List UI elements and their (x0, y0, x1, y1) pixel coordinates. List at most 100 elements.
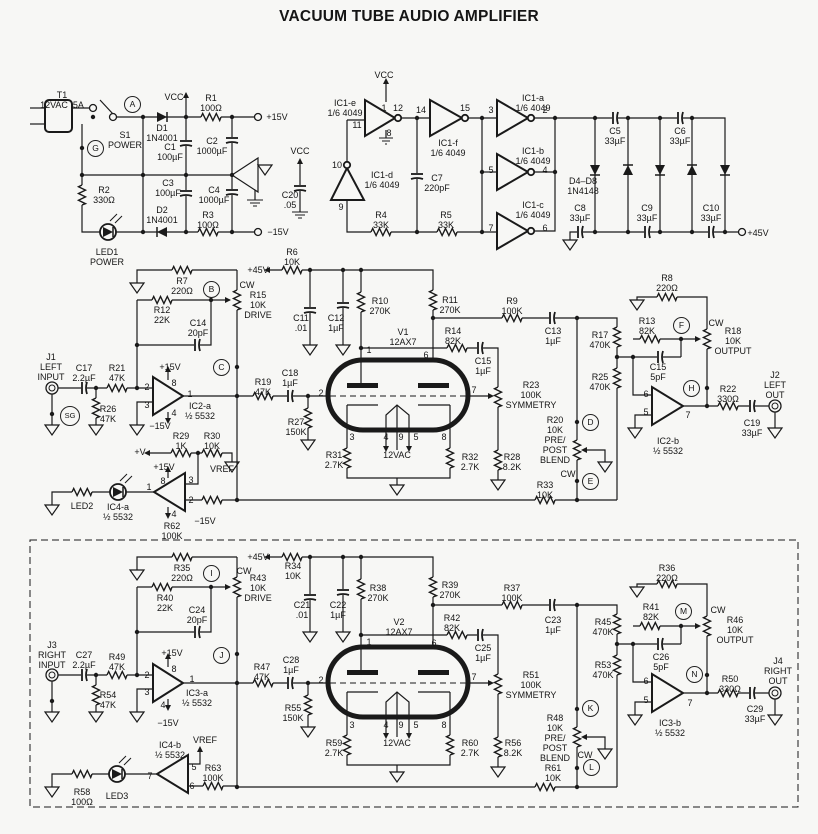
oscillator-label: 12 (392, 103, 404, 113)
wire (361, 634, 499, 767)
junction-dot (614, 641, 620, 647)
junction-dot (552, 115, 558, 121)
resistor-symbol (106, 669, 128, 681)
resistor-symbol (76, 184, 88, 206)
capacitor-plate (179, 144, 193, 147)
left-channel-label: R13 82K (638, 316, 656, 336)
resistor-symbol (611, 326, 623, 348)
capacitor-mask (477, 341, 483, 355)
left-channel-label: 1 (146, 482, 152, 492)
capacitor-plate (753, 686, 756, 700)
capacitor-mask (81, 381, 87, 395)
junction-dot (689, 115, 695, 121)
resistor-symbol (355, 291, 367, 313)
left-channel-label: CW (560, 469, 576, 479)
diode-icon (103, 227, 113, 237)
jack-icon (45, 381, 59, 395)
resistor-symbol (71, 486, 93, 498)
arrow-icon (581, 734, 587, 740)
power-supply-label: D2 1N4001 (146, 205, 178, 225)
junction-dot (234, 364, 240, 370)
ground-icon (489, 479, 507, 492)
junction-dot (208, 584, 214, 590)
left-channel-label: R23 100K SYMMETRY (505, 380, 557, 410)
right-channel-label: +45V (247, 552, 269, 562)
oscillator-label: 9 (338, 202, 344, 212)
wire (617, 643, 652, 683)
junction-dot (183, 229, 189, 235)
junction-dot (358, 632, 364, 638)
ground-icon (388, 771, 406, 784)
right-channel-label: VREF (192, 735, 218, 745)
capacitor-plate (198, 625, 201, 639)
left-channel-label: 6 (643, 389, 649, 399)
ground-icon (43, 786, 61, 799)
light-rays-icon (118, 755, 132, 766)
diode-icon (112, 769, 122, 779)
right-channel-label: R50 330Ω (719, 674, 741, 694)
power-supply-label: D1 1N4001 (146, 123, 178, 143)
capacitor-mask (549, 598, 555, 612)
arrow-icon (165, 366, 171, 372)
right-channel-label: C23 1µF (544, 615, 562, 635)
oscillator-label: IC1-d 1/6 4049 (364, 170, 400, 190)
capacitor-plate (616, 111, 619, 125)
right-channel-label: R51 100K SYMMETRY (505, 670, 557, 700)
oscillator-label: D4–D8 1N4148 (567, 176, 599, 196)
resistor-symbol (492, 673, 504, 695)
right-channel-label: R39 270K (439, 580, 461, 600)
oscillator-label: 11 (352, 120, 362, 130)
wire (136, 587, 153, 676)
left-channel-label: +15V (159, 362, 181, 372)
ground-icon (301, 344, 319, 357)
left-channel-label: 8 (441, 432, 447, 442)
junction-dot (574, 784, 580, 790)
inverter-ic1-d (329, 165, 366, 201)
right-channel-label: C28 1µF (282, 655, 300, 675)
capacitor-mask (749, 399, 755, 413)
junction-dot (552, 169, 558, 175)
diode-icon (655, 165, 665, 175)
wire (81, 124, 100, 233)
arrow-icon (383, 78, 389, 84)
test-point-marker: N (686, 666, 703, 683)
ground-icon (128, 282, 146, 295)
power-supply-label: LED1 POWER (89, 247, 125, 267)
junction-dot (574, 419, 580, 425)
right-channel-label: R53 470K (592, 660, 614, 680)
right-channel-label: 6 (643, 676, 649, 686)
right-channel-label: 1 (366, 637, 372, 647)
resistor-symbol (534, 781, 556, 793)
power-supply-label: R3 100Ω (197, 210, 219, 230)
left-channel-label: CW (239, 280, 255, 290)
inverter-bubble (342, 160, 352, 170)
resistor-symbol (717, 400, 739, 412)
left-channel-label: R8 220Ω (656, 273, 678, 293)
oscillator-label: VCC (374, 70, 394, 80)
left-channel-label: 2 (318, 388, 324, 398)
left-channel-label: 7 (471, 385, 477, 395)
left-channel-label: C17 2.2µF (72, 363, 96, 383)
left-channel-label: 4 (383, 432, 389, 442)
ground-icon (128, 424, 146, 437)
test-point-marker: B (203, 281, 220, 298)
ground-icon (766, 427, 784, 440)
ground-icon (334, 344, 352, 357)
arrow-icon (183, 92, 189, 98)
diagram-title: VACUUM TUBE AUDIO AMPLIFIER (279, 8, 539, 25)
left-channel-label: IC2-a ½ 5532 (184, 401, 216, 421)
resistor-symbol (639, 620, 661, 632)
resistor-symbol (436, 226, 458, 238)
capacitor-plate (410, 177, 424, 180)
right-channel-label: 8 (171, 664, 177, 674)
capacitor-mask (179, 190, 193, 196)
left-channel-label: C15 5pF (649, 362, 667, 382)
right-channel-label: 2 (144, 670, 150, 680)
resistor-symbol (90, 684, 102, 706)
resistor-symbol (611, 654, 623, 676)
ground-icon (223, 461, 241, 474)
left-channel-label: +45V (247, 265, 269, 275)
oscillator-label: 10 (331, 160, 343, 170)
capacitor-plate (303, 311, 317, 314)
capacitor-mask (179, 140, 193, 146)
